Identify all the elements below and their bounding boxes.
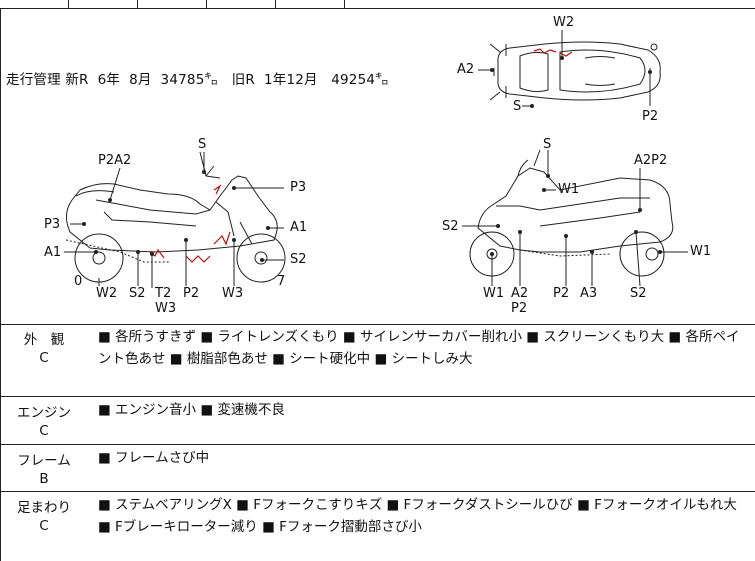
label-top-w2: W2 xyxy=(553,15,575,30)
label-left-0: 0 xyxy=(74,274,83,289)
label-left-w3: W3 xyxy=(222,286,244,301)
right-side-scooter xyxy=(469,149,674,277)
divider xyxy=(0,324,755,325)
label-left-s2-right: S2 xyxy=(290,252,307,267)
label-left-s2: S2 xyxy=(129,286,146,301)
category-exterior-grade: C xyxy=(39,350,49,366)
label-right-a2: A2 xyxy=(511,286,529,301)
divider xyxy=(0,396,755,397)
label-left-7: 7 xyxy=(277,274,286,289)
sheet-frame xyxy=(0,8,755,561)
damage-diagram xyxy=(64,30,688,288)
category-suspension-grade: C xyxy=(39,518,49,534)
top-table-strip xyxy=(0,0,755,9)
label-left-w2: W2 xyxy=(96,286,118,301)
left-side-scooter xyxy=(65,151,286,283)
label-right-s2-left: S2 xyxy=(442,219,459,234)
label-right-p2-lower: P2 xyxy=(511,301,528,316)
category-suspension-name: 足まわり xyxy=(17,500,71,516)
category-engine-grade: C xyxy=(39,423,49,439)
label-right-w1-top: W1 xyxy=(558,182,580,197)
label-left-p2a2: P2A2 xyxy=(98,153,132,168)
label-left-a1-right: A1 xyxy=(290,220,308,235)
category-frame-grade: B xyxy=(39,471,49,487)
label-top-s: S xyxy=(513,99,522,114)
label-right-s: S xyxy=(543,137,552,152)
top-view-scooter xyxy=(489,41,661,101)
label-top-p2: P2 xyxy=(642,109,659,124)
label-top-a2: A2 xyxy=(457,62,475,77)
label-right-a3: A3 xyxy=(580,286,598,301)
divider xyxy=(0,491,755,492)
label-left-p3-left: P3 xyxy=(44,217,61,232)
category-exterior-notes: ■ 各所うすきず ■ ライトレンズくもり ■ サイレンサーカバー削れ小 ■ スク… xyxy=(98,329,740,367)
label-right-w1-bottom: W1 xyxy=(483,286,505,301)
category-frame-name: フレーム xyxy=(17,453,71,469)
category-exterior-name: 外 観 xyxy=(23,332,65,348)
label-left-a1-left: A1 xyxy=(44,245,62,260)
label-left-t2: T2 xyxy=(155,286,172,301)
odometer-record: 走行管理 新R 6年 8月 34785㌔ 旧R 1年12月 49254㌔ xyxy=(6,72,389,88)
category-frame-notes: ■ フレームさび中 xyxy=(98,450,210,466)
label-right-w1-right: W1 xyxy=(690,244,712,259)
label-left-p3-right: P3 xyxy=(290,180,307,195)
label-right-p2: P2 xyxy=(553,286,570,301)
divider xyxy=(0,444,755,445)
label-left-w3-lower: W3 xyxy=(155,301,177,316)
category-suspension-notes: ■ ステムベアリングX ■ Fフォークこすりキズ ■ Fフォークダストシールひび… xyxy=(98,497,737,535)
category-engine-name: エンジン xyxy=(17,405,71,421)
label-right-s2: S2 xyxy=(630,286,647,301)
label-left-p2: P2 xyxy=(183,286,200,301)
category-engine-notes: ■ エンジン音小 ■ 変速機不良 xyxy=(98,402,285,418)
label-left-s: S xyxy=(198,137,207,152)
label-right-a2p2: A2P2 xyxy=(634,153,668,168)
